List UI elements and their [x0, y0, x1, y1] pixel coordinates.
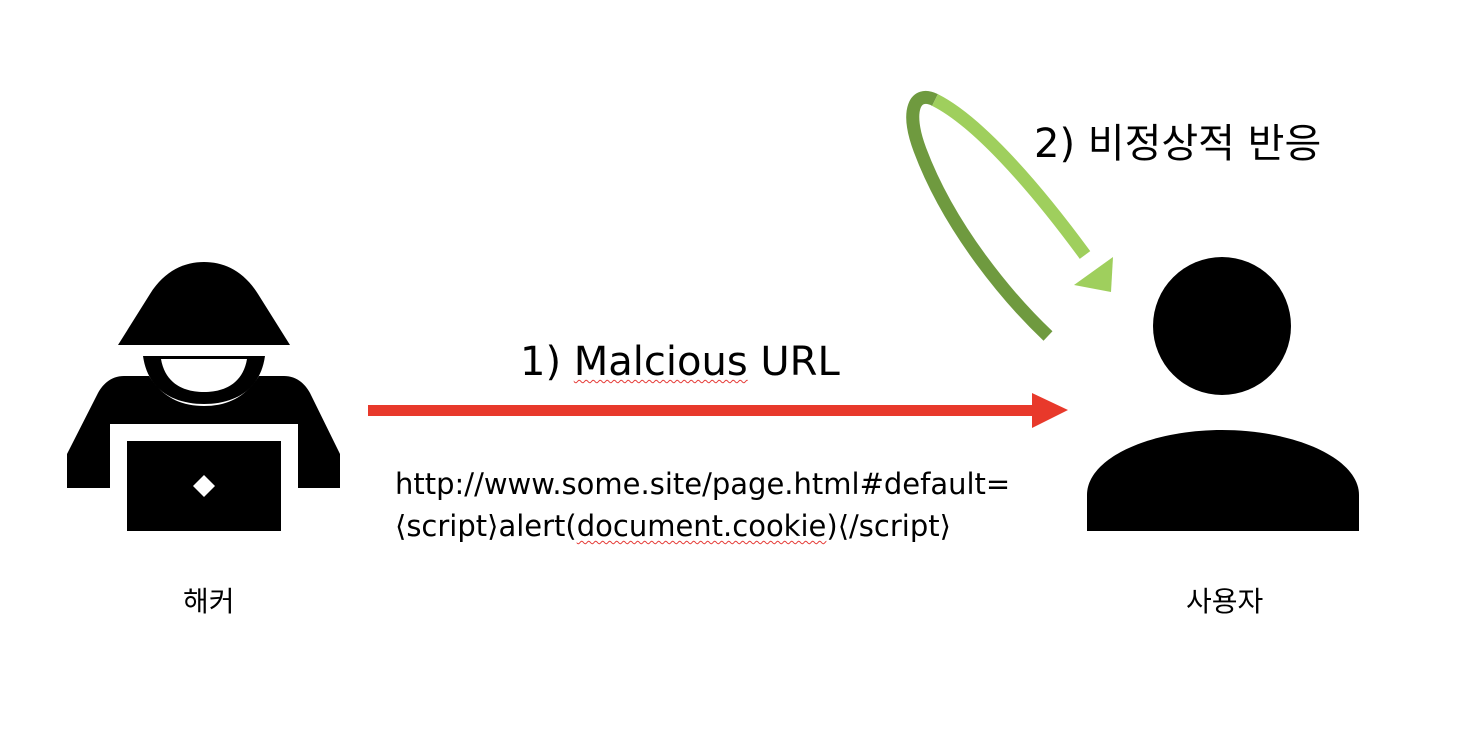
loop-arrow: [906, 91, 1113, 341]
malicious-url: http://www.some.site/page.html#default= …: [395, 463, 1010, 547]
request-arrow: [368, 393, 1068, 428]
hacker-icon: [67, 262, 340, 534]
user-icon: [1087, 257, 1359, 531]
url-line-1: http://www.some.site/page.html#default=: [395, 467, 1011, 501]
step1-word: Malcious: [573, 339, 748, 385]
step1-suffix: URL: [747, 339, 840, 385]
step2-label: 2) 비정상적 반응: [1034, 121, 1322, 167]
step1-label: 1) Malcious URL: [520, 342, 840, 382]
url-line-2-squiggle: document.cookie: [576, 509, 827, 543]
hacker-label: 해커: [183, 585, 235, 618]
step1-prefix: 1): [520, 339, 574, 385]
url-line-2: ⟨script⟩alert(document.cookie)⟨/script⟩: [395, 505, 1010, 547]
url-line-2-suffix: )⟨/script⟩: [826, 509, 951, 543]
url-line-2-prefix: ⟨script⟩alert(: [395, 509, 577, 543]
user-label: 사용자: [1186, 585, 1264, 618]
